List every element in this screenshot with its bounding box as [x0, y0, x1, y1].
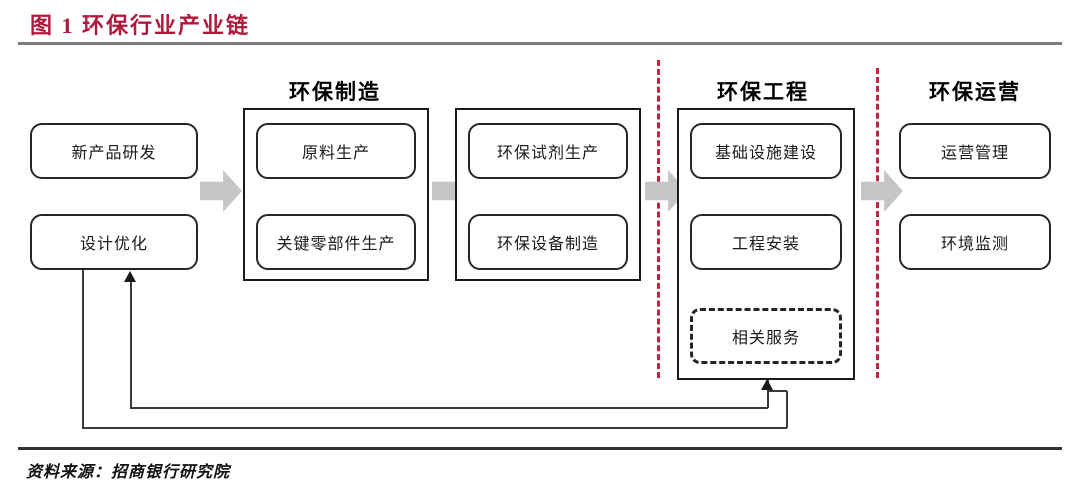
node-equipment-manufacturing[interactable]: 环保设备制造 [468, 214, 628, 270]
flow-arrow-rnd-to-manufacturing [200, 170, 242, 212]
red-dashed-divider-right [876, 68, 879, 378]
feedback-a-horizontal [130, 407, 768, 409]
feedback-b-arrowhead-into-engineering [761, 379, 773, 390]
stage-heading-operations: 环保运营 [929, 81, 1021, 104]
node-engineering-installation[interactable]: 工程安装 [690, 214, 842, 270]
node-operation-management[interactable]: 运营管理 [899, 123, 1051, 179]
feedback-a-vertical-right [767, 380, 769, 408]
stage-heading-manufacturing: 环保制造 [289, 81, 381, 104]
source-note: 资料来源：招商银行研究院 [26, 464, 231, 481]
node-design-optimization[interactable]: 设计优化 [30, 214, 198, 270]
node-raw-material-production[interactable]: 原料生产 [256, 123, 416, 179]
feedback-b-horizontal [82, 427, 787, 429]
feedback-a-arrowhead-into-design [124, 271, 136, 282]
feedback-b-horizontal-short [767, 390, 787, 392]
feedback-b-vertical-right [786, 391, 788, 428]
node-related-services[interactable]: 相关服务 [690, 308, 842, 364]
figure-title: 图 1 环保行业产业链 [30, 13, 251, 38]
footer-divider-rule [18, 447, 1062, 450]
node-infrastructure-construction[interactable]: 基础设施建设 [690, 123, 842, 179]
feedback-a-vertical-left [130, 282, 132, 408]
node-reagent-production[interactable]: 环保试剂生产 [468, 123, 628, 179]
node-new-product-rnd[interactable]: 新产品研发 [30, 123, 198, 179]
feedback-b-vertical-left [82, 270, 84, 428]
node-environmental-monitoring[interactable]: 环境监测 [899, 214, 1051, 270]
red-dashed-divider-left [657, 60, 660, 378]
flow-arrow-engineering-to-operations [861, 170, 903, 212]
stage-heading-engineering: 环保工程 [717, 81, 809, 104]
node-key-component-production[interactable]: 关键零部件生产 [256, 214, 416, 270]
title-divider-rule [18, 42, 1062, 45]
